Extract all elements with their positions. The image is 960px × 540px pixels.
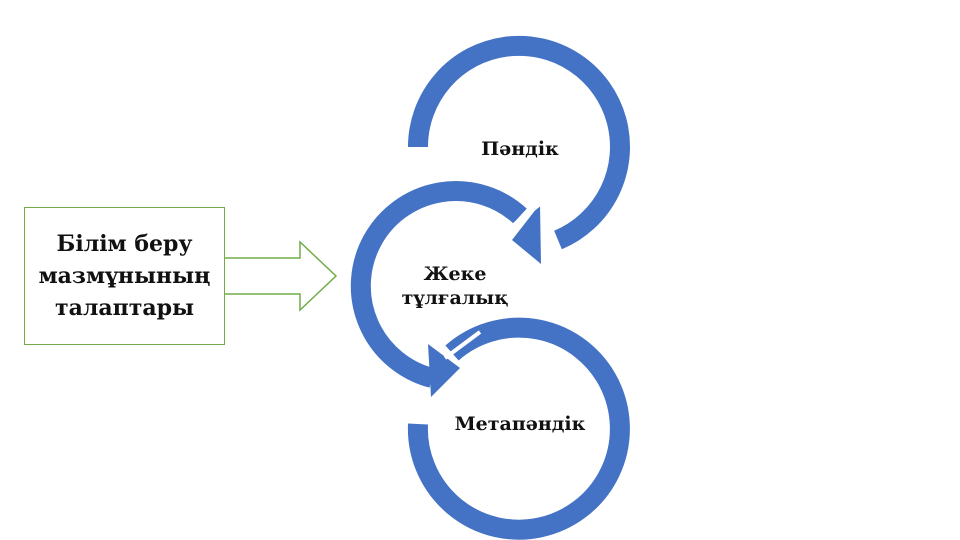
requirements-box: Білім беру мазмұнының талаптары (24, 207, 225, 345)
cycle-label-metapandik: Метапәндік (454, 413, 586, 435)
cycle-arrowhead-jeke (428, 344, 460, 397)
overlap-gap-bottom (443, 330, 482, 360)
cycle-label-jeke: Жеке тұлғалық (401, 263, 509, 309)
overlap-gap-top (503, 202, 542, 234)
cycle-ring-metapandik (407, 317, 630, 540)
cycle-arrowhead-pandik (512, 204, 541, 264)
cycle-label-pandik: Пәндік (481, 138, 559, 160)
cycle-ring-jeke (350, 181, 527, 388)
cycle-ring-pandik (408, 35, 630, 250)
block-arrow-right (225, 240, 338, 312)
